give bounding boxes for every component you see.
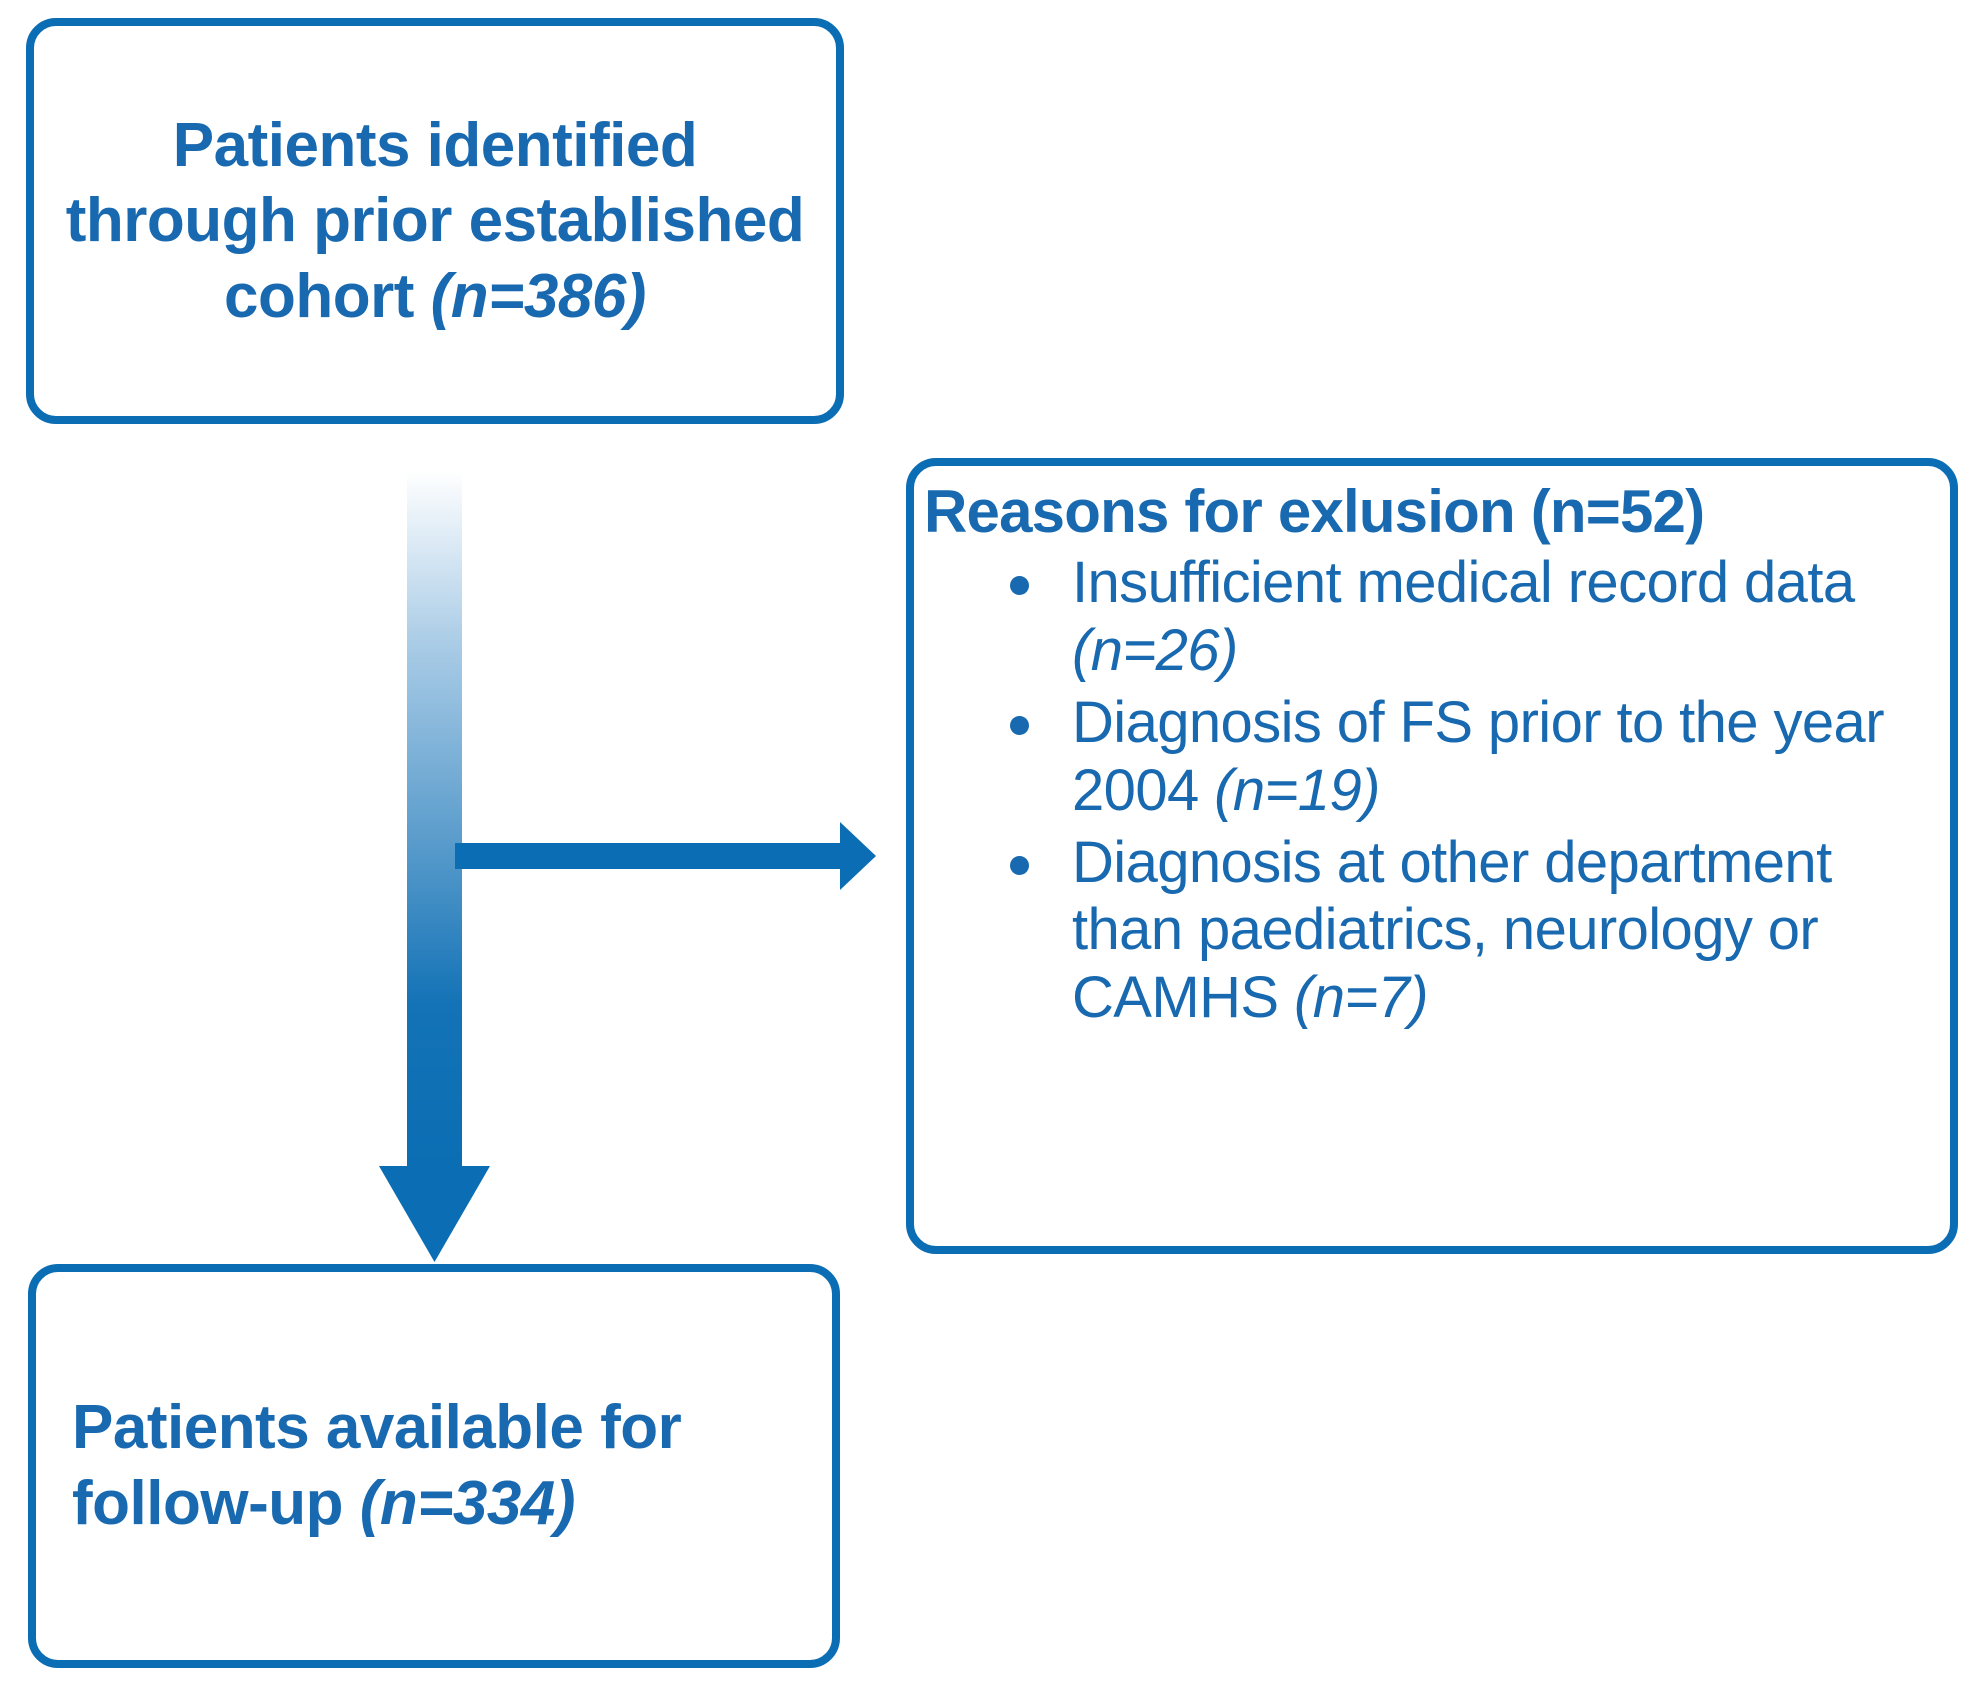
identified-count: (n=386) <box>430 261 647 331</box>
followup-line-2: follow-up <box>72 1469 360 1538</box>
main-flow-arrow <box>379 426 490 1262</box>
list-item: Diagnosis of FS prior to the year 2004 (… <box>1002 689 1932 825</box>
node-patients-available-followup-text: Patients available for follow-up (n=334) <box>36 1390 682 1541</box>
node-patients-available-followup: Patients available for follow-up (n=334) <box>28 1264 840 1668</box>
exclusion-item-count: (n=26) <box>1072 618 1238 684</box>
exclusion-item-count: (n=19) <box>1214 757 1380 823</box>
bullet-icon <box>1010 715 1029 735</box>
bullet-icon <box>1010 576 1029 596</box>
exclusion-item-text: Diagnosis of FS prior to the year 2004 <box>1072 689 1885 823</box>
exclusion-reason-list: Insufficient medical record data (n=26) … <box>924 549 1932 1036</box>
exclusion-branch-arrow <box>455 822 876 890</box>
node-patients-identified-text: Patients identified through prior establ… <box>52 108 818 335</box>
list-item: Insufficient medical record data (n=26) <box>1002 549 1932 685</box>
identified-line-3: cohort <box>224 261 431 331</box>
exclusion-title: Reasons for exlusion (n=52) <box>924 478 1705 545</box>
exclusion-item-count: (n=7) <box>1293 965 1429 1031</box>
exclusion-item-text: Insufficient medical record data <box>1072 550 1855 616</box>
node-patients-identified: Patients identified through prior establ… <box>26 18 844 424</box>
bullet-icon <box>1010 855 1029 875</box>
identified-line-1: Patients identified <box>172 110 698 180</box>
identified-line-2: through prior established <box>65 186 805 256</box>
exclusion-item-text: Diagnosis at other department than paedi… <box>1072 829 1832 1031</box>
list-item: Diagnosis at other department than paedi… <box>1002 829 1932 1033</box>
followup-line-1: Patients available for <box>72 1393 682 1463</box>
followup-count: (n=334) <box>359 1469 576 1538</box>
node-reasons-for-exclusion: Reasons for exlusion (n=52) Insufficient… <box>906 458 1958 1254</box>
